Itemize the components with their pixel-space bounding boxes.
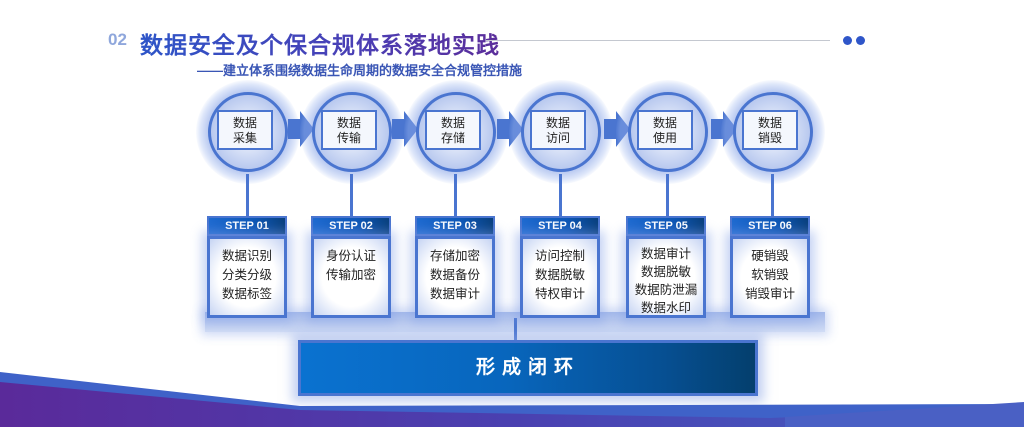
stage-stem (666, 174, 669, 216)
stage-circle-access: 数据访问 (509, 80, 613, 184)
step-measures-box: 硬销毁 软销毁 销毁审计 (730, 236, 810, 318)
page-subtitle: ——建立体系围绕数据生命周期的数据安全合规管控措施 (197, 63, 523, 78)
stage-circle-destroy: 数据销毁 (721, 80, 825, 184)
step-badge: STEP 04 (520, 216, 600, 236)
stage-stem (454, 174, 457, 216)
stage-label-box: 数据使用 (637, 110, 693, 150)
step-badge: STEP 02 (311, 216, 391, 236)
stage-label-box: 数据销毁 (742, 110, 798, 150)
stage-stem (771, 174, 774, 216)
stage-circle-collect: 数据采集 (196, 80, 300, 184)
step-badge: STEP 06 (730, 216, 810, 236)
stage-label-box: 数据存储 (425, 110, 481, 150)
loop-connector (514, 318, 517, 342)
stage-label-box: 数据采集 (217, 110, 273, 150)
closed-loop-banner: 形成闭环 (298, 340, 758, 396)
step-badge: STEP 01 (207, 216, 287, 236)
step-measures-box: 数据审计 数据脱敏 数据防泄漏 数据水印 (626, 236, 706, 318)
page-title: 数据安全及个保合规体系落地实践 (140, 26, 500, 60)
step-measures-box: 数据识别 分类分级 数据标签 (207, 236, 287, 318)
stage-stem (246, 174, 249, 216)
step-measures-box: 访问控制 数据脱敏 特权审计 (520, 236, 600, 318)
step-badge: STEP 03 (415, 216, 495, 236)
step-badge: STEP 05 (626, 216, 706, 236)
decor-dot-icon (843, 36, 852, 45)
stage-stem (350, 174, 353, 216)
stage-circle-use: 数据使用 (616, 80, 720, 184)
stage-stem (559, 174, 562, 216)
stage-label-box: 数据传输 (321, 110, 377, 150)
stage-circle-transmit: 数据传输 (300, 80, 404, 184)
header-divider (486, 40, 830, 41)
section-number: 02 (108, 30, 127, 49)
step-measures-box: 身份认证 传输加密 (311, 236, 391, 318)
stage-circle-store: 数据存储 (404, 80, 508, 184)
stage-label-box: 数据访问 (530, 110, 586, 150)
decor-dot-icon (856, 36, 865, 45)
step-measures-box: 存储加密 数据备份 数据审计 (415, 236, 495, 318)
